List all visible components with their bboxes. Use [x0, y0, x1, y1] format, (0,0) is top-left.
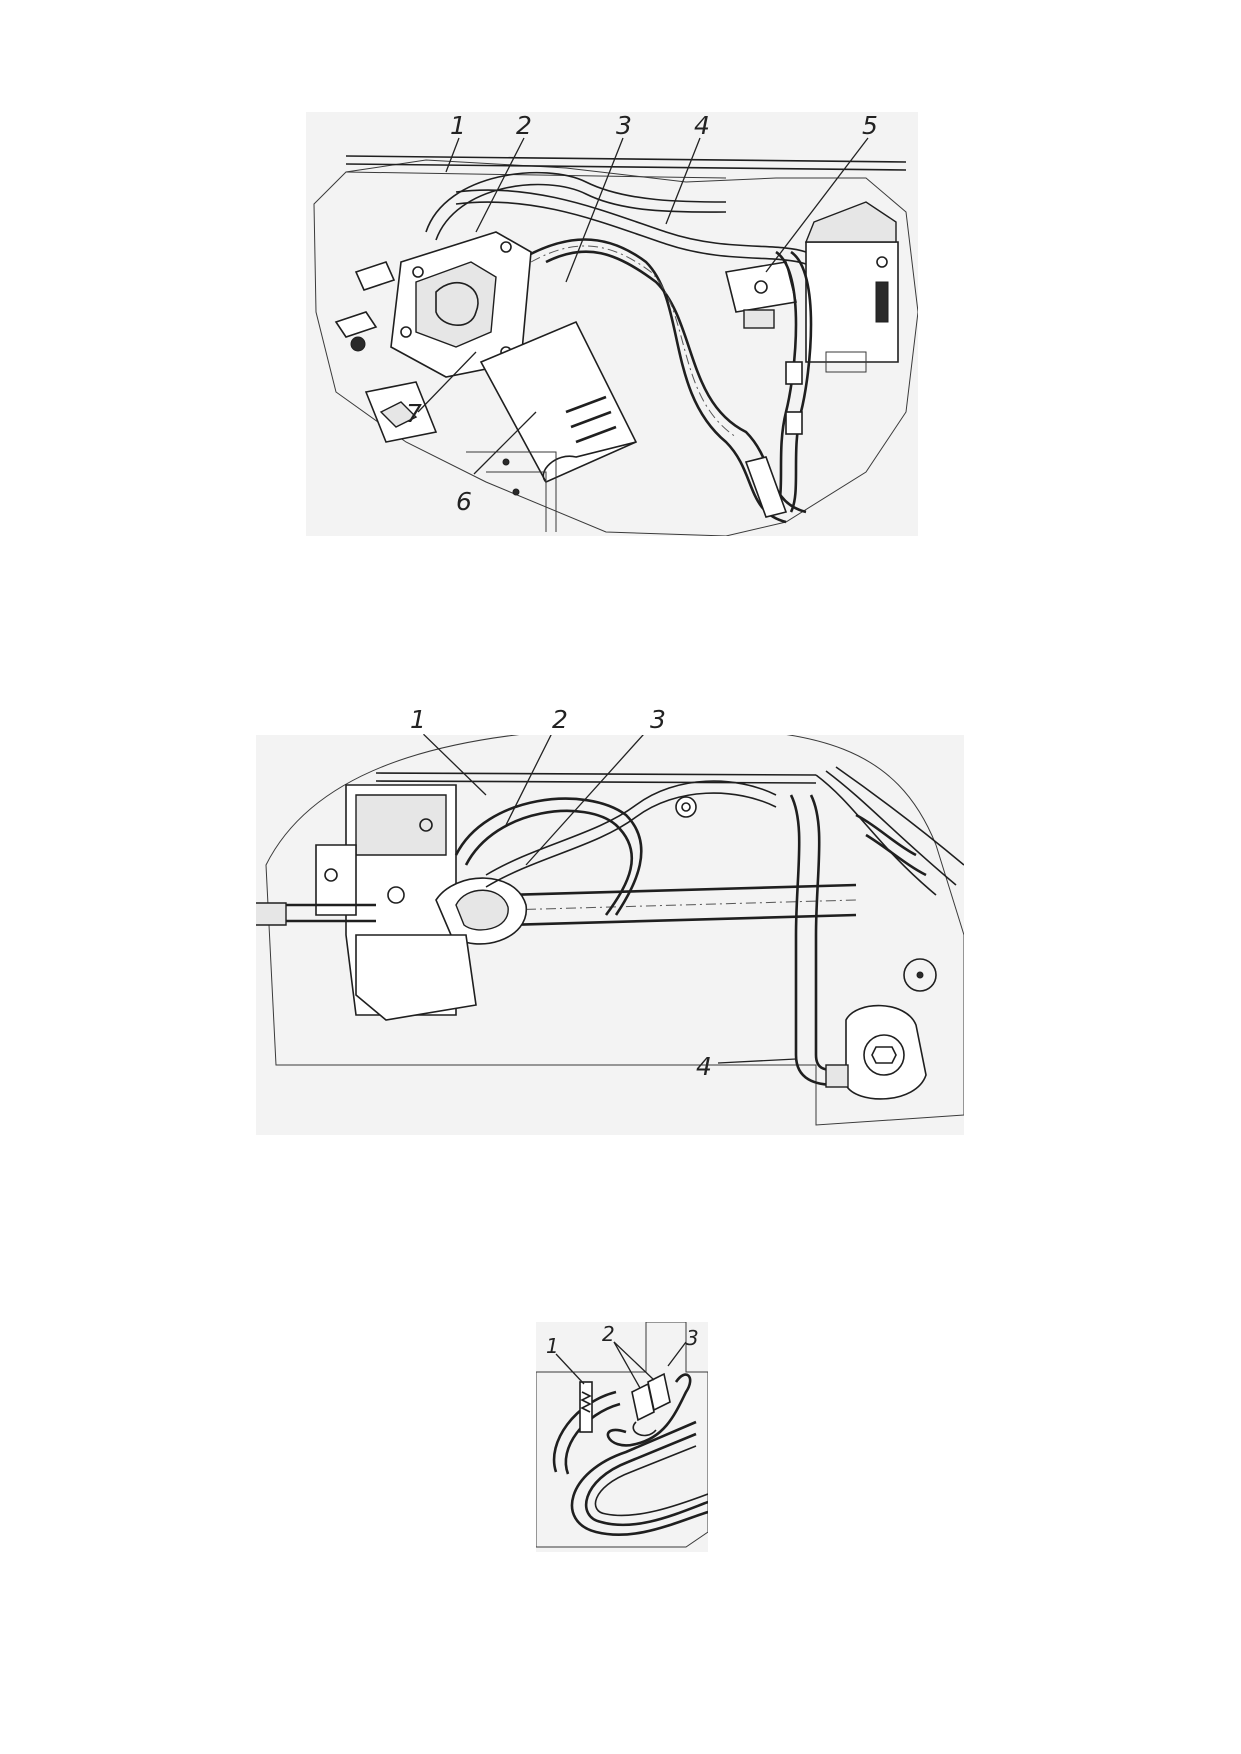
- leader-3: [565, 137, 624, 283]
- figure-3-callouts: 1 2 3: [546, 1322, 699, 1358]
- figure-2-top-callouts: 1 2 3: [410, 705, 666, 735]
- callout-3: 3: [686, 1326, 699, 1350]
- figure-2-side-view: 1 2 3 4: [256, 735, 964, 1135]
- leader-1: [445, 137, 460, 173]
- callout-2: 2: [602, 1322, 615, 1346]
- figure-1-drawing: [306, 112, 918, 536]
- figure-3-detail: [536, 1322, 708, 1552]
- callout-1: 1: [546, 1334, 559, 1358]
- leader-3: [525, 735, 644, 866]
- callout-3-top: 3: [650, 705, 666, 734]
- leader-1: [555, 1353, 585, 1385]
- figure-3-drawing: [536, 1322, 708, 1552]
- leader-2b: [613, 1341, 655, 1381]
- leader-7: [417, 351, 477, 413]
- leader-2a: [613, 1341, 641, 1389]
- figure-2-drawing: [256, 735, 964, 1135]
- leader-2: [475, 137, 525, 233]
- figure-1-top-view: 1 2 3 4 5 7 6: [306, 112, 918, 536]
- leader-5: [765, 137, 869, 273]
- callout-1-top: 1: [410, 705, 426, 734]
- leader-4: [717, 1058, 797, 1064]
- leader-1: [423, 735, 487, 796]
- leader-2: [505, 735, 552, 826]
- leader-3: [667, 1341, 687, 1367]
- callout-2-top: 2: [552, 705, 568, 734]
- leader-6: [473, 411, 537, 475]
- leader-4: [665, 137, 701, 225]
